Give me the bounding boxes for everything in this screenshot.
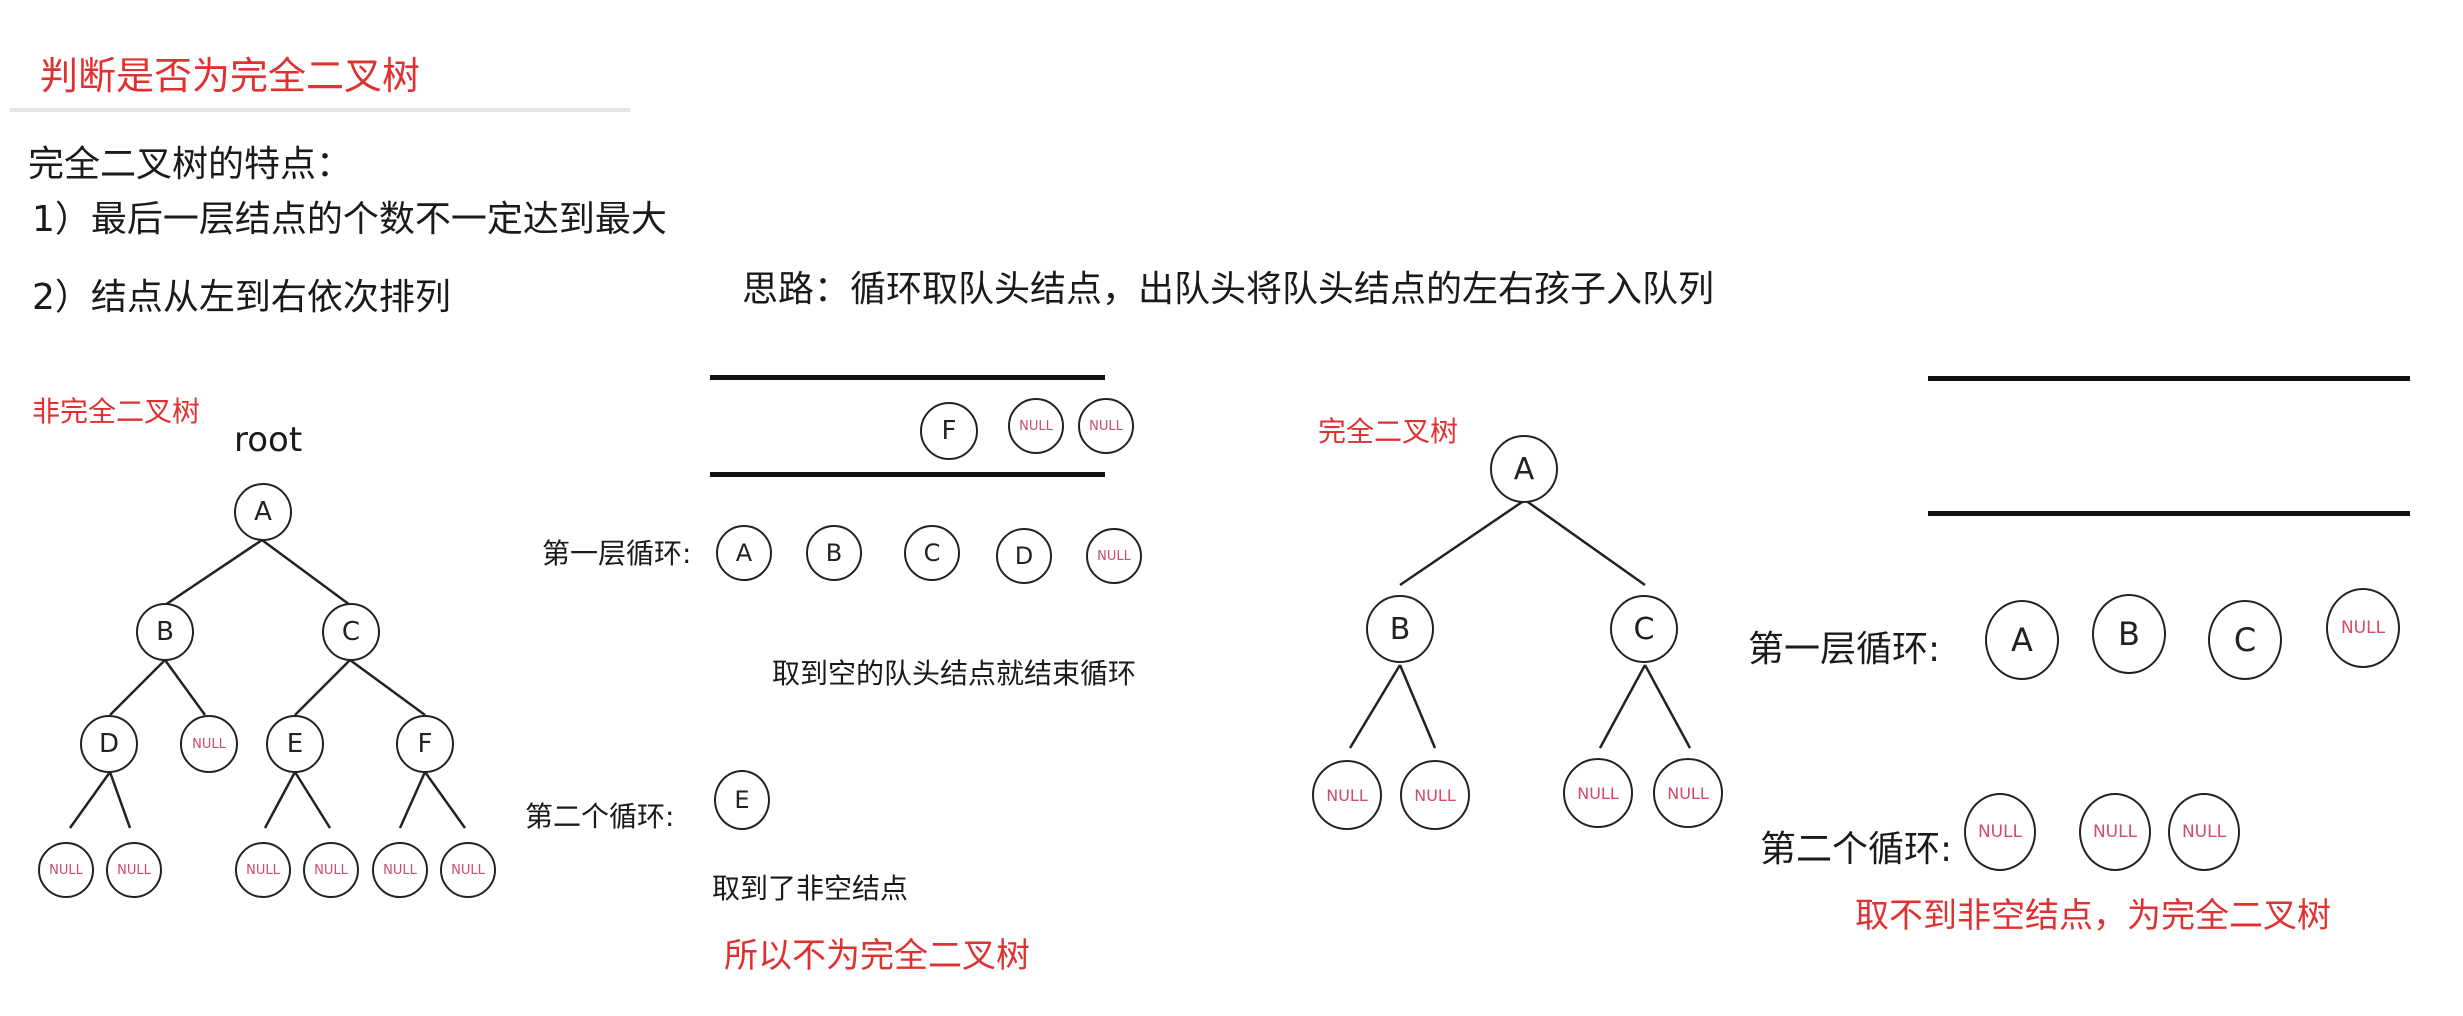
- loop1-node-null: NULL: [2326, 588, 2400, 668]
- queue-top-line: [710, 375, 1105, 380]
- loop1-node: B: [2092, 594, 2166, 674]
- tree-node-null: NULL: [1653, 758, 1723, 828]
- queue-node: F: [920, 402, 978, 460]
- tree-node-f: F: [396, 715, 454, 773]
- loop2-label: 第二个循环:: [1760, 829, 1953, 870]
- tree-node-null: NULL: [372, 842, 428, 898]
- loop1-node: A: [716, 525, 772, 581]
- tree-node-b: B: [1366, 595, 1434, 663]
- right-conclusion: 取不到非空结点，为完全二叉树: [1855, 896, 2331, 936]
- loop2-node-null: NULL: [2168, 793, 2240, 871]
- loop2-node: E: [714, 770, 770, 830]
- queue-node-null: NULL: [1078, 398, 1134, 454]
- loop1-node: C: [2208, 600, 2282, 680]
- tree-node-d: D: [80, 715, 138, 773]
- root-label: root: [234, 420, 303, 460]
- queue-bottom-line: [710, 472, 1105, 477]
- loop1-node: C: [904, 525, 960, 581]
- loop2-node-null: NULL: [2079, 793, 2151, 871]
- tree-node-null: NULL: [106, 842, 162, 898]
- note-nonempty: 取到了非空结点: [712, 872, 909, 905]
- queue-top-line: [1928, 376, 2410, 381]
- page-title: 判断是否为完全二叉树: [40, 54, 421, 98]
- loop1-label: 第一层循环:: [542, 537, 692, 570]
- feature-item-2: 2）结点从左到右依次排列: [32, 277, 451, 318]
- tree-node-c: C: [1610, 595, 1678, 663]
- tree-node-null: NULL: [1312, 760, 1382, 830]
- idea-text: 思路：循环取队头结点，出队头将队头结点的左右孩子入队列: [742, 269, 1715, 310]
- tree-node-c: C: [322, 603, 380, 661]
- non-complete-label: 非完全二叉树: [32, 395, 201, 428]
- tree-node-null: NULL: [180, 715, 238, 773]
- loop1-node: B: [806, 525, 862, 581]
- tree-node-null: NULL: [1400, 760, 1470, 830]
- queue-node-null: NULL: [1008, 398, 1064, 454]
- tree-node-null: NULL: [303, 842, 359, 898]
- tree-node-null: NULL: [440, 842, 496, 898]
- loop2-label: 第二个循环:: [525, 800, 675, 833]
- note-empty-head: 取到空的队头结点就结束循环: [772, 657, 1137, 690]
- tree-node-e: E: [266, 715, 324, 773]
- loop1-node-null: NULL: [1086, 528, 1142, 584]
- tree-node-null: NULL: [1563, 758, 1633, 828]
- queue-bottom-line: [1928, 511, 2410, 516]
- tree-node-b: B: [136, 603, 194, 661]
- complete-label: 完全二叉树: [1318, 415, 1459, 448]
- tree-node-a: A: [1490, 435, 1558, 503]
- loop2-node-null: NULL: [1964, 793, 2036, 871]
- loop1-node: A: [1985, 600, 2059, 680]
- loop1-node: D: [996, 528, 1052, 584]
- title-divider: [10, 108, 630, 112]
- tree-node-null: NULL: [38, 842, 94, 898]
- features-heading: 完全二叉树的特点：: [28, 144, 353, 185]
- tree-node-a: A: [234, 483, 292, 541]
- feature-item-1: 1）最后一层结点的个数不一定达到最大: [32, 199, 667, 240]
- tree-node-null: NULL: [235, 842, 291, 898]
- left-conclusion: 所以不为完全二叉树: [724, 936, 1030, 976]
- loop1-label: 第一层循环:: [1748, 629, 1941, 670]
